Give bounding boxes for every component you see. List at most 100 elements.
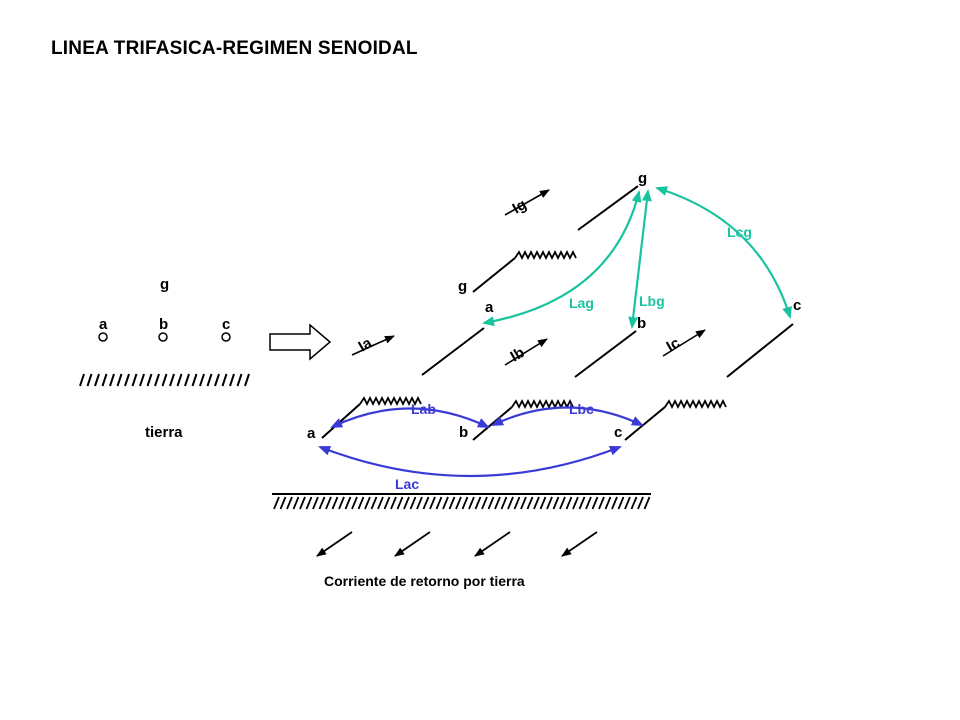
hatch-stroke (292, 496, 300, 510)
hatch-stroke (565, 496, 573, 510)
cross-section: g a b c tierra (79, 276, 250, 441)
ground-return-label: Corriente de retorno por tierra (324, 573, 525, 589)
hatch-stroke (331, 496, 339, 510)
hatch-stroke (637, 496, 644, 510)
hatch-stroke (79, 373, 85, 387)
hatch-stroke (124, 373, 130, 387)
hatch-stroke (299, 496, 306, 510)
label-lab: Lab (411, 401, 436, 417)
cs-label-a: a (99, 316, 108, 333)
page-title: LINEA TRIFASICA-REGIMEN SENOIDAL (51, 38, 418, 59)
hatch-stroke (169, 373, 175, 387)
hatch-stroke (500, 496, 508, 510)
node-a-bottom: a (307, 425, 316, 442)
hatch-stroke (344, 496, 352, 510)
hatch-stroke (416, 496, 423, 510)
hatch-stroke (325, 496, 332, 510)
hatch-stroke (214, 373, 220, 387)
hatch-stroke (94, 373, 100, 387)
node-c-bottom: c (614, 424, 622, 441)
hatch-stroke (585, 496, 592, 510)
label-lac: Lac (395, 476, 419, 492)
block-arrow (269, 323, 332, 361)
hatch-stroke (539, 496, 547, 510)
hatch-stroke (474, 496, 482, 510)
ground-hatch-bottom (273, 496, 651, 510)
hatch-stroke (624, 496, 631, 510)
hatch-stroke (513, 496, 521, 510)
hatch-stroke (357, 496, 365, 510)
hatch-stroke (520, 496, 527, 510)
label-lcg: Lcg (727, 224, 752, 240)
hatch-stroke (221, 373, 228, 387)
hatch-stroke (139, 373, 145, 387)
hatch-stroke (507, 496, 514, 510)
hatch-stroke (312, 496, 319, 510)
hatch-stroke (468, 496, 475, 510)
label-lbg: Lbg (639, 293, 665, 309)
node-g-bottom: g (458, 278, 467, 295)
hatch-stroke (184, 373, 190, 387)
hatch-stroke (154, 373, 160, 387)
current-label-ic: Ic (664, 334, 683, 355)
hatch-stroke (591, 496, 599, 510)
hatch-stroke (559, 496, 566, 510)
hatch-stroke (572, 496, 579, 510)
label-lbc: Lbc (569, 401, 594, 417)
label-lag: Lag (569, 295, 594, 311)
hatch-stroke (383, 496, 391, 510)
hatch-stroke (364, 496, 371, 510)
hatch-stroke (630, 496, 638, 510)
hatch-stroke (286, 496, 293, 510)
hatch-stroke (109, 373, 115, 387)
current-label-ig: Ig (510, 196, 530, 217)
ground-label: tierra (145, 424, 183, 441)
cs-label-c: c (222, 316, 230, 333)
hatch-stroke (86, 373, 93, 387)
ground-return-arrows (316, 531, 598, 557)
hatch-stroke (494, 496, 501, 510)
hatch-stroke (273, 496, 280, 510)
hatch-stroke (244, 373, 250, 387)
hatch-stroke (116, 373, 123, 387)
hatch-stroke (131, 373, 138, 387)
hatch-stroke (390, 496, 397, 510)
hatch-stroke (552, 496, 560, 510)
node-b-top: b (637, 315, 646, 332)
hatch-stroke (409, 496, 417, 510)
hatch-stroke (206, 373, 213, 387)
mutual-arcs-phases (318, 406, 644, 478)
hatch-stroke (101, 373, 108, 387)
conductor-a-circle (98, 332, 108, 342)
conductor-c-circle (221, 332, 231, 342)
hatch-stroke (435, 496, 443, 510)
conductor-b-circle (158, 332, 168, 342)
conductors (321, 185, 794, 441)
hatch-stroke (533, 496, 540, 510)
hatch-stroke (370, 496, 378, 510)
hatch-stroke (526, 496, 534, 510)
hatch-stroke (146, 373, 153, 387)
hatch-stroke (598, 496, 605, 510)
hatch-stroke (481, 496, 488, 510)
hatch-stroke (422, 496, 430, 510)
hatch-stroke (396, 496, 404, 510)
hatch-stroke (191, 373, 198, 387)
hatch-stroke (338, 496, 345, 510)
hatch-stroke (236, 373, 243, 387)
node-g-top: g (638, 170, 647, 187)
node-c-top: c (793, 297, 801, 314)
hatch-stroke (617, 496, 625, 510)
hatch-stroke (318, 496, 326, 510)
current-arrows (351, 189, 706, 366)
hatch-stroke (546, 496, 553, 510)
hatch-stroke (461, 496, 469, 510)
hatch-stroke (487, 496, 495, 510)
hatch-stroke (442, 496, 449, 510)
hatch-stroke (611, 496, 618, 510)
cs-label-g: g (160, 276, 169, 293)
hatch-stroke (578, 496, 586, 510)
mutual-arcs-ground (482, 186, 792, 329)
hatch-stroke (377, 496, 384, 510)
